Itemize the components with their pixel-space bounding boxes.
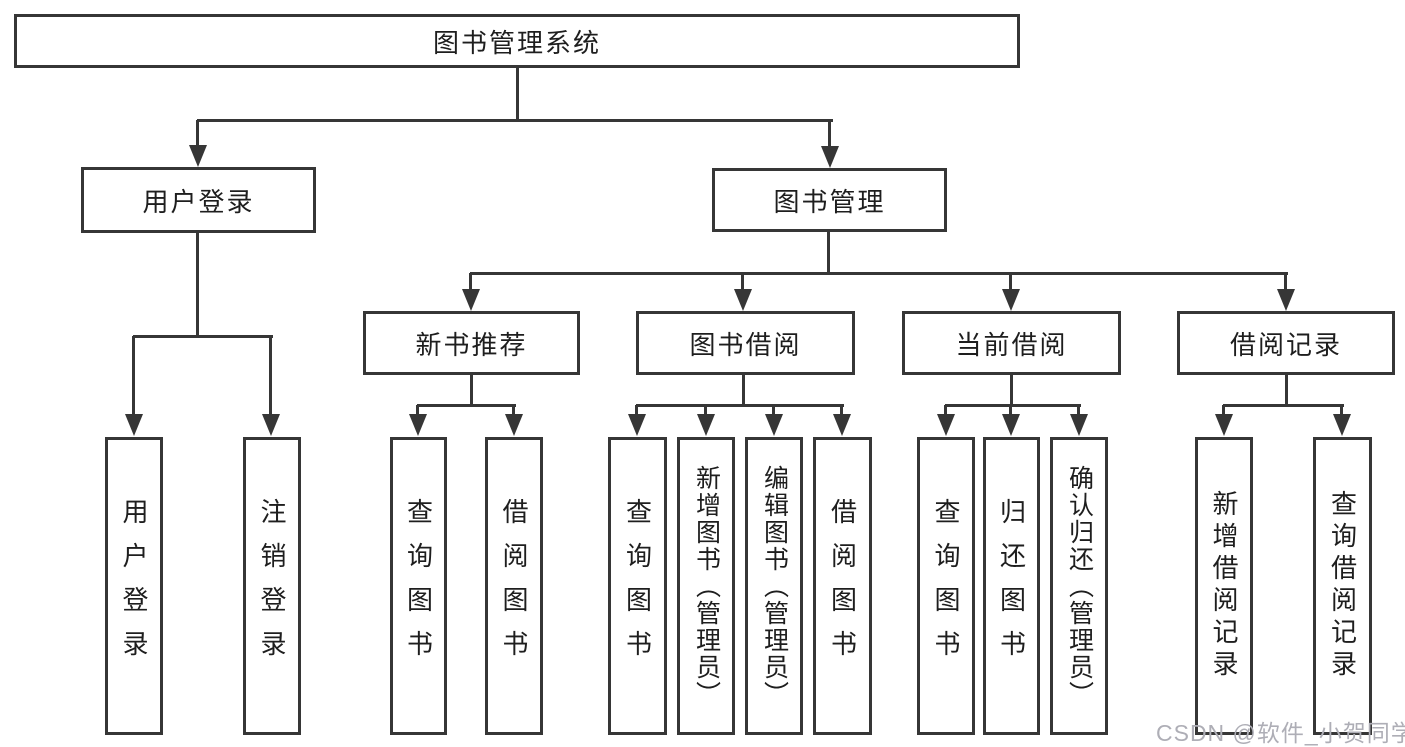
leaf-add-books-admin: 新增图书（管理员） [677,437,735,735]
arrow-down-to-user-login-leaf [125,336,143,436]
node-user-login-branch: 用户登录 [81,167,316,233]
leaf-label: 借阅图书 [827,498,858,674]
connector-recommend-horizontal [417,404,516,407]
arrow-down-leaf [1215,405,1233,436]
leaf-edit-books-admin: 编辑图书（管理员） [745,437,803,735]
leaf-label: 查询图书 [931,498,961,674]
arrow-down-to-user-login [189,120,207,167]
leaf-add-borrow-record: 新增借阅记录 [1195,437,1253,735]
node-book-management-branch: 图书管理 [712,168,947,232]
node-label: 图书借阅 [689,329,802,360]
connector-records-horizontal [1223,404,1344,407]
arrow-down-leaf [1333,405,1351,436]
arrow-down-leaf [697,405,715,436]
node-book-borrow: 图书借阅 [636,311,855,375]
arrow-down-to-book-management [821,120,839,168]
connector-book-management-vertical [827,231,830,275]
node-label: 新书推荐 [415,329,528,360]
arrow-down-leaf [409,405,427,436]
csdn-watermark: CSDN @软件_小贺同学 [1156,720,1405,746]
connector-records-vertical [1285,374,1288,407]
connector-level2-horizontal [197,119,833,122]
leaf-return-books: 归还图书 [983,437,1040,735]
arrow-down-leaf [1002,405,1020,436]
leaf-query-books-3: 查询图书 [917,437,975,735]
leaf-query-books-1: 查询图书 [390,437,447,735]
arrow-down-to-logout-leaf [262,336,280,436]
arrow-down-leaf [505,405,523,436]
leaf-query-borrow-record: 查询借阅记录 [1313,437,1372,735]
connector-user-login-vertical [196,232,199,338]
arrow-down-to-borrow-records [1277,273,1295,311]
node-current-borrow: 当前借阅 [902,311,1121,375]
leaf-borrow-books-1: 借阅图书 [485,437,543,735]
node-label: 用户登录 [142,186,255,217]
node-new-book-recommend: 新书推荐 [363,311,580,375]
arrow-down-leaf [628,405,646,436]
leaf-label: 新增借阅记录 [1209,490,1239,682]
connector-current-vertical [1010,374,1013,407]
connector-borrow-vertical [742,374,745,407]
arrow-down-leaf [833,405,851,436]
arrow-down-to-current-borrow [1002,273,1020,311]
leaf-borrow-books-2: 借阅图书 [813,437,872,735]
arrow-down-leaf [1070,405,1088,436]
leaf-confirm-return-admin: 确认归还（管理员） [1050,437,1108,735]
leaf-query-books-2: 查询图书 [608,437,667,735]
leaf-label: 借阅图书 [499,498,529,674]
node-label: 借阅记录 [1229,329,1342,360]
connector-user-login-horizontal [133,335,273,338]
connector-root-vertical [516,67,519,121]
leaf-user-login: 用户登录 [105,437,163,735]
node-label: 当前借阅 [955,329,1068,360]
leaf-label: 查询图书 [403,498,434,674]
node-label: 图书管理 [773,186,886,217]
connector-borrow-horizontal [636,404,844,407]
leaf-label: 编辑图书（管理员） [760,464,789,708]
leaf-label: 确认归还（管理员） [1065,464,1094,708]
connector-recommend-vertical [470,374,473,407]
arrow-down-leaf [765,405,783,436]
leaf-logout: 注销登录 [243,437,301,735]
connector-current-horizontal [945,404,1081,407]
leaf-label: 归还图书 [996,498,1027,674]
connector-level3-horizontal [470,272,1288,275]
leaf-label: 查询图书 [622,498,653,674]
leaf-label: 查询借阅记录 [1327,490,1358,682]
leaf-label: 用户登录 [119,498,149,674]
node-label: 图书管理系统 [432,27,601,58]
node-library-management-system: 图书管理系统 [14,14,1020,68]
arrow-down-to-new-book-recommend [462,273,480,311]
leaf-label: 注销登录 [257,498,287,674]
arrow-down-to-book-borrow [734,273,752,311]
leaf-label: 新增图书（管理员） [692,464,721,708]
node-borrow-records: 借阅记录 [1177,311,1395,375]
arrow-down-leaf [937,405,955,436]
